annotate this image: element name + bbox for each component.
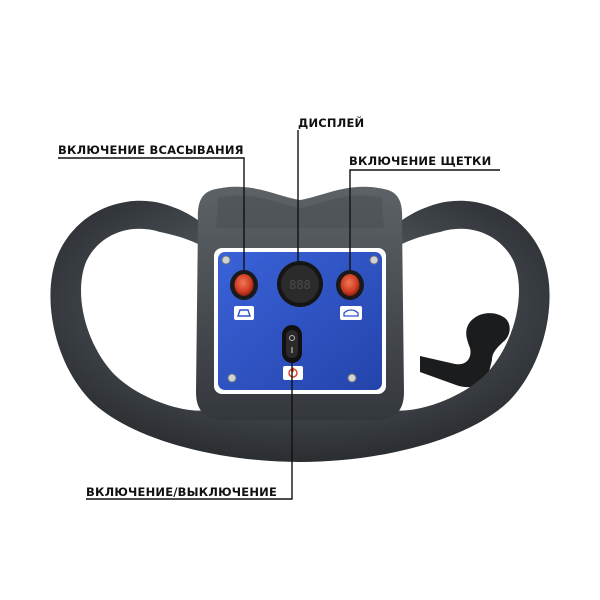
lever[interactable] xyxy=(420,313,510,388)
display: 888 xyxy=(277,261,323,307)
power-icon xyxy=(283,366,303,380)
label-suction: ВКЛЮЧЕНИЕ ВСАСЫВАНИЯ xyxy=(58,143,244,157)
display-readout: 888 xyxy=(289,278,311,292)
callout-line-brush xyxy=(349,169,500,270)
label-power: ВКЛЮЧЕНИЕ/ВЫКЛЮЧЕНИЕ xyxy=(86,485,278,499)
callout-line-power xyxy=(86,358,293,500)
power-switch[interactable] xyxy=(282,325,302,363)
screw-icon xyxy=(369,255,379,265)
brush-icon xyxy=(340,306,362,320)
screw-icon xyxy=(221,255,231,265)
callout-lines xyxy=(58,130,500,500)
brush-button[interactable] xyxy=(336,270,364,300)
callout-line-suction xyxy=(58,157,245,270)
suction-button[interactable] xyxy=(230,270,258,300)
screw-icon xyxy=(227,373,237,383)
vacuum-icon xyxy=(234,306,254,320)
label-brush: ВКЛЮЧЕНИЕ ЩЕТКИ xyxy=(349,154,492,168)
label-display: ДИСПЛЕЙ xyxy=(298,116,365,130)
screw-icon xyxy=(347,373,357,383)
